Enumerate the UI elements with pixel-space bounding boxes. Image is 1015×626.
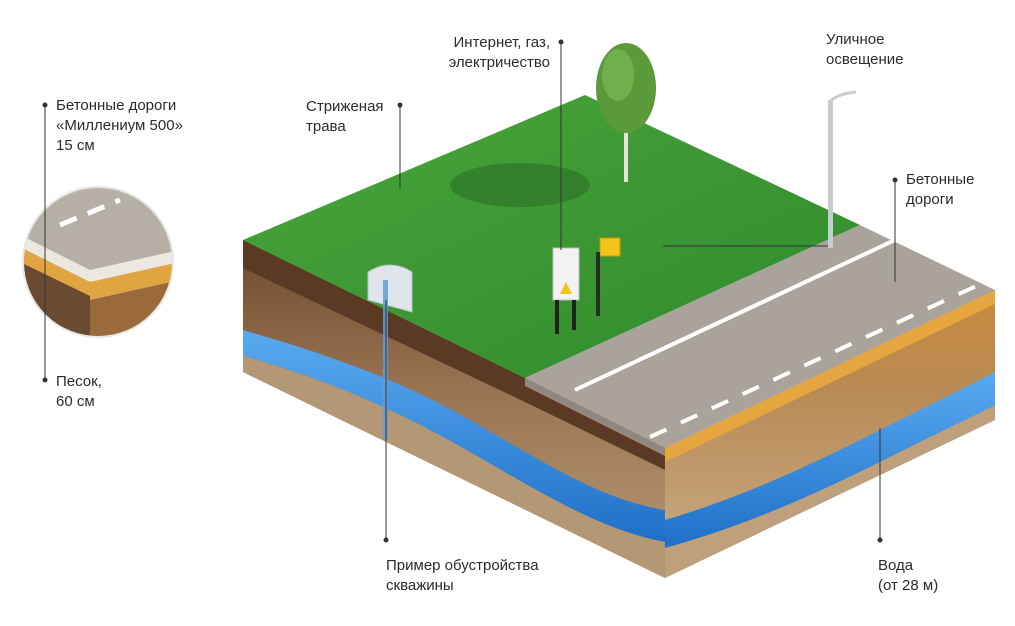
label-water: Вода (от 28 м) [878,557,939,594]
label-concrete-roads: Бетонные дороги [906,171,975,208]
left-face-topsoil [243,240,665,470]
warning-sign-icon [560,282,572,294]
leader-lines [42,39,898,543]
streetlight-arm [828,90,857,103]
cross-section-inset [23,187,173,337]
inset-circle-border [22,186,174,338]
streetlight-pole [828,100,833,248]
label-concrete-millennium: Бетонные дороги «Миллениум 500» 15 см [56,97,183,154]
label-well-example: Пример обустройства скважины [386,557,539,594]
label-sand: Песок, 60 см [56,373,102,410]
road-edge [525,378,665,456]
road-dashed-line [649,280,986,439]
right-face-bedrock [665,405,995,578]
right-face-water [665,372,995,548]
left-face-water [243,330,665,542]
left-face-bedrock [243,356,665,578]
cabinet-leg-left [555,300,559,334]
road-center-line [574,238,896,392]
tree-crown-highlight [602,49,634,101]
gas-box [599,237,621,257]
road-surface [525,225,995,448]
right-face-sand [665,290,995,462]
well-cap [367,264,413,313]
tree-shadow [450,163,590,207]
gas-pipe [596,252,600,316]
label-grass: Стриженая трава [306,98,384,135]
cabinet-leg-right [572,300,576,330]
tree-trunk [624,110,628,182]
label-street-lighting: Уличное освещение [826,31,904,68]
label-utilities: Интернет, газ, электричество [448,34,550,71]
